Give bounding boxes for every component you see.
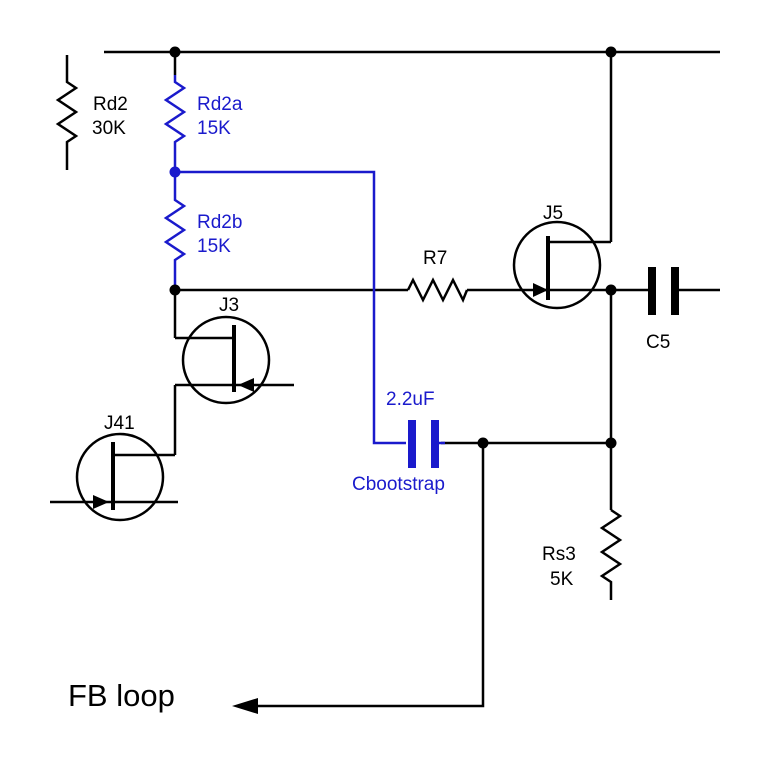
rs3-label: Rs3 [542,544,576,565]
rd2a-label: Rd2a [197,94,243,115]
junction-dot [169,284,181,296]
r7-resistor [406,277,469,304]
rd2-value: 30K [92,118,126,139]
j5-label: J5 [543,203,563,224]
rd2-resistor [55,55,79,170]
black-wiring [50,50,720,708]
junction-dot [605,46,617,58]
junction-dot [605,284,617,296]
cboot-value: 2.2uF [386,389,435,410]
j3-label: J3 [219,295,239,316]
rd2-label: Rd2 [93,94,128,115]
j3-arrow [238,378,254,392]
junction-dot [605,437,617,449]
j41-circle [75,432,165,522]
arrows [93,283,548,714]
blue-wiring [163,75,445,468]
rs3-value: 5K [550,569,574,590]
black-labels: Rd2 30K R7 J5 J3 J41 C5 Rs3 5K FB loop [68,94,670,713]
junction-dots [169,46,617,449]
fb-loop-label: FB loop [68,678,175,713]
bootstrap-wire [175,170,406,445]
fb-loop-wire [258,443,485,708]
rd2b-resistor [163,172,187,290]
junction-dot-blue [169,166,181,178]
rd2a-resistor [163,75,187,172]
j5-circle [512,220,602,310]
cboot-label: Cbootstrap [352,474,445,495]
rd2a-value: 15K [197,118,231,139]
j5-arrow [533,283,548,297]
fb-loop-arrow-icon [232,698,258,714]
junction-dot [477,437,489,449]
rs3-resistor [599,508,623,600]
j41-label: J41 [104,413,135,434]
j3-circle [181,315,271,405]
junction-dot [169,46,181,58]
r7-label: R7 [423,248,447,269]
c5-label: C5 [646,332,670,353]
j41-arrow [93,495,109,509]
rd2b-value: 15K [197,236,231,257]
rd2b-label: Rd2b [197,212,242,233]
blue-labels: Rd2a 15K Rd2b 15K 2.2uF Cbootstrap [197,94,445,495]
